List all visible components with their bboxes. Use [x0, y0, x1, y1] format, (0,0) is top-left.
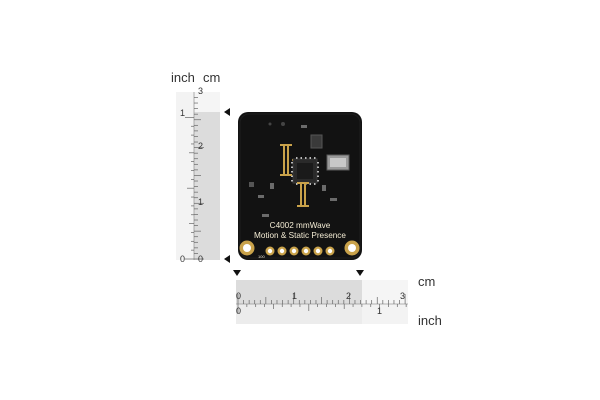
- chip-pin: [314, 183, 316, 185]
- horizontal-ruler: 0 1 2 3 0 1: [233, 270, 408, 324]
- horizontal-measure-right-arrow: [356, 270, 364, 276]
- chip-pin: [314, 157, 316, 159]
- chip-pin: [317, 175, 319, 177]
- vertical-ruler-cm-label: cm: [203, 70, 221, 85]
- vertical-measure-top-arrow: [224, 108, 230, 116]
- chip-pin: [296, 157, 298, 159]
- pin-header: [265, 246, 335, 256]
- chip-pin: [305, 157, 307, 159]
- horizontal-ruler-cm-ticks: [237, 294, 406, 304]
- passive-component: [322, 185, 326, 191]
- vertical-cm-tick-1: 1: [198, 197, 203, 207]
- vertical-measure-bottom-arrow: [224, 255, 230, 263]
- passive-component: [258, 195, 264, 198]
- chip-pin: [309, 157, 311, 159]
- vertical-ruler-inch-strip: [176, 92, 194, 260]
- pin-marker-label: 100: [258, 254, 265, 259]
- horizontal-ruler-cm-label: cm: [418, 274, 436, 289]
- chip-pin: [291, 171, 293, 173]
- chip-pin: [317, 166, 319, 168]
- vertical-cm-tick-3: 3: [198, 86, 203, 96]
- mmwave-sensor-board: 100 C4002 mmWave Motion & Static Presenc…: [238, 112, 362, 260]
- pin-hole: [303, 248, 309, 254]
- board-title: C4002 mmWave: [270, 221, 331, 230]
- horizontal-cm-tick-3: 3: [400, 291, 405, 301]
- horizontal-cm-tick-0: 0: [236, 291, 241, 301]
- vertical-ruler-measure-highlight: [194, 112, 220, 260]
- passive-component: [330, 198, 337, 201]
- vertical-ruler-inch-ticks: [185, 117, 194, 260]
- passive-component: [249, 182, 254, 187]
- horizontal-inch-tick-1: 1: [377, 306, 382, 316]
- chip-pin: [300, 157, 302, 159]
- chip-pin: [291, 162, 293, 164]
- vertical-inch-tick-1: 1: [180, 108, 185, 118]
- chip-pin: [296, 183, 298, 185]
- horizontal-ruler-inch-label: inch: [418, 313, 442, 328]
- horizontal-cm-tick-2: 2: [346, 291, 351, 301]
- horizontal-measure-left-arrow: [233, 270, 241, 276]
- pin-hole: [291, 248, 297, 254]
- vertical-cm-tick-2: 2: [198, 141, 203, 151]
- passive-component: [301, 125, 307, 128]
- vertical-ruler-cm-ticks: [194, 97, 204, 260]
- regulator-chip: [310, 134, 323, 149]
- horizontal-ruler-inch-ticks: [237, 304, 407, 313]
- passive-component: [270, 183, 274, 189]
- pin-hole: [267, 248, 273, 254]
- pin-hole: [315, 248, 321, 254]
- tx-antenna-trace: [297, 182, 309, 207]
- chip-pin: [291, 175, 293, 177]
- pin-hole: [279, 248, 285, 254]
- vertical-ruler-inch-label: inch: [171, 70, 195, 85]
- passive-component: [262, 214, 269, 217]
- horizontal-cm-tick-1: 1: [292, 291, 297, 301]
- vertical-ruler: 3 2 1 0 1 0: [176, 86, 230, 264]
- chip-pin: [317, 180, 319, 182]
- chip-pin: [317, 171, 319, 173]
- rx-antenna-trace: [280, 144, 292, 176]
- board-subtitle: Motion & Static Presence: [254, 231, 346, 240]
- chip-pin: [317, 162, 319, 164]
- pin-hole: [327, 248, 333, 254]
- horizontal-inch-tick-0: 0: [236, 306, 241, 316]
- chip-pin: [291, 180, 293, 182]
- chip-pin: [291, 166, 293, 168]
- chip-pin: [309, 183, 311, 185]
- vertical-cm-tick-0: 0: [198, 254, 203, 264]
- vertical-inch-tick-0: 0: [180, 254, 185, 264]
